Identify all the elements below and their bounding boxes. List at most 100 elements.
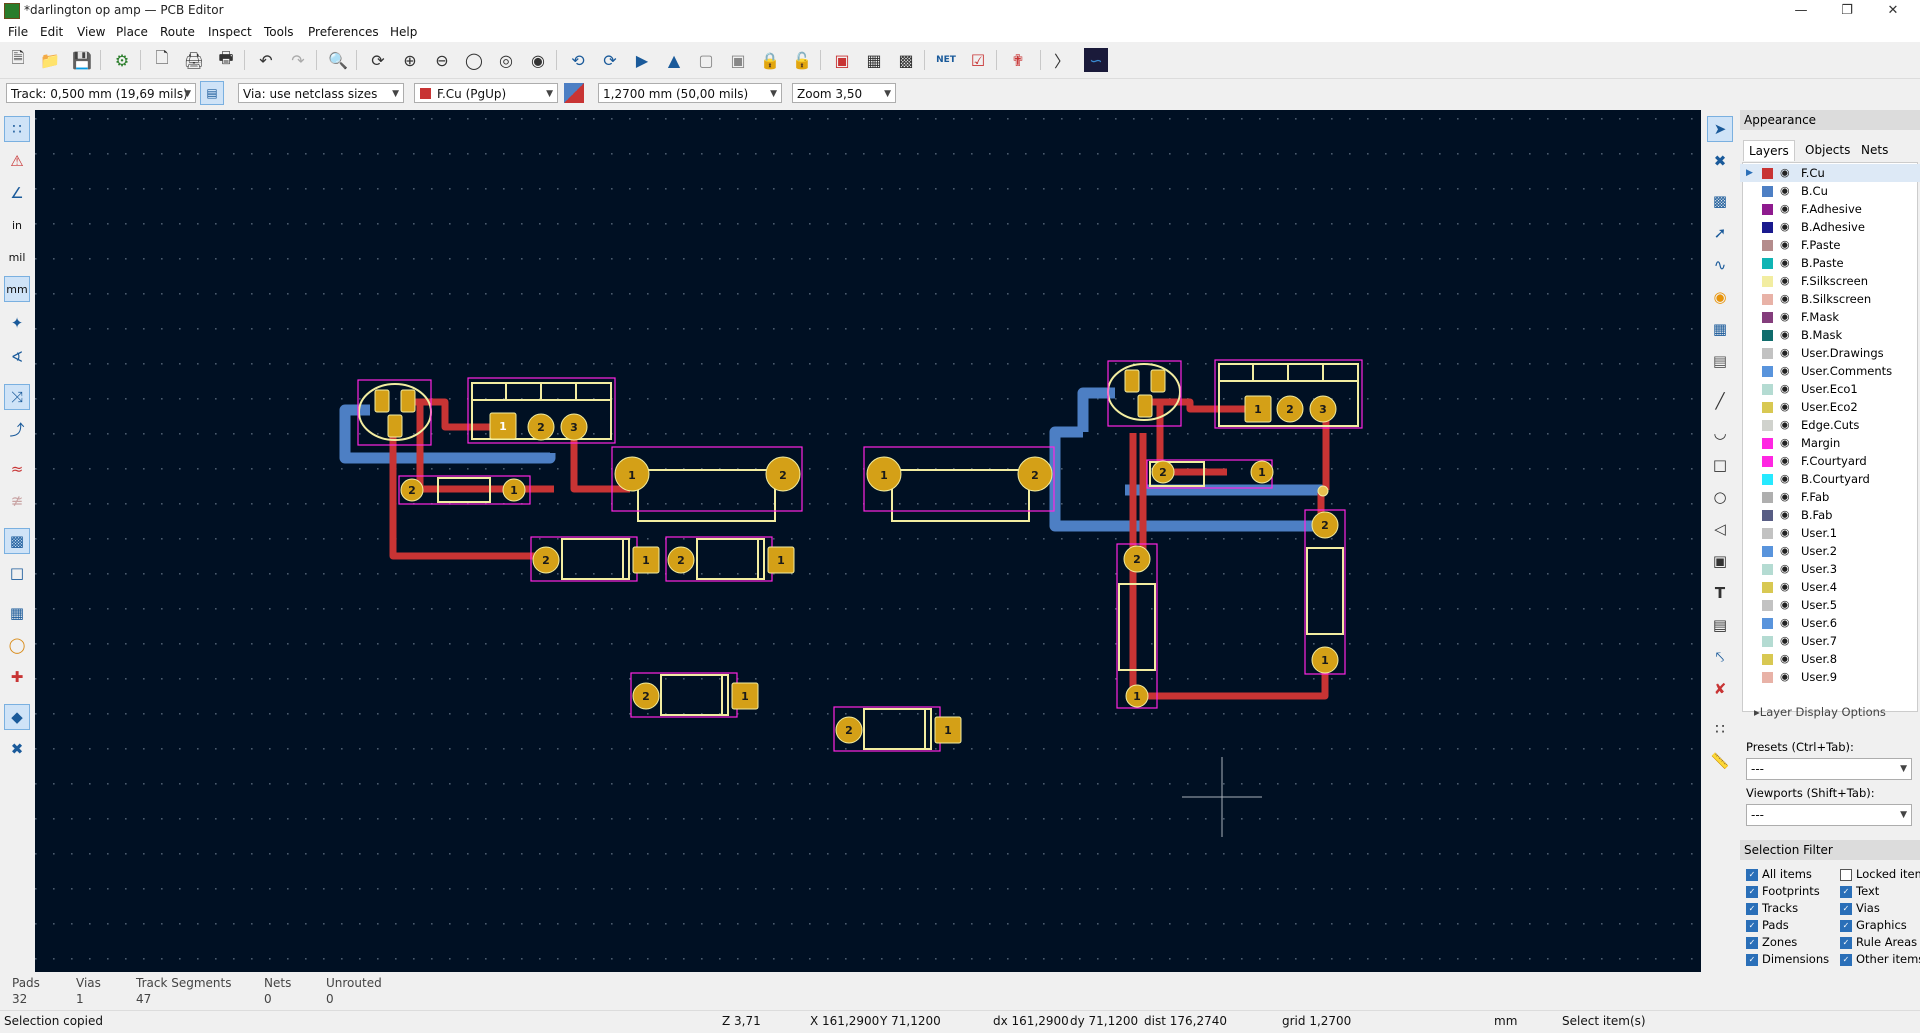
layer-row[interactable]: ◉User.Eco2 [1740,398,1920,416]
layer-row[interactable]: ◉B.Courtyard [1740,470,1920,488]
layer-color-swatch[interactable] [1762,204,1773,215]
menu-file[interactable]: File [8,25,29,39]
highlight-net-icon[interactable]: ✚ [10,668,24,686]
menu-inspect[interactable]: Inspect [208,25,252,39]
eye-icon[interactable]: ◉ [1780,238,1790,251]
polar-coords-icon[interactable]: ∠ [10,184,24,202]
layer-color-swatch[interactable] [1762,222,1773,233]
eye-icon[interactable]: ◉ [1780,220,1790,233]
footprint-browser-icon[interactable]: ▩ [898,50,914,70]
tab-objects[interactable]: Objects [1805,143,1851,157]
layer-color-swatch[interactable] [1762,168,1773,179]
eye-icon[interactable]: ◉ [1780,310,1790,323]
pcb-canvas[interactable]: 1 2 3 1 2 1 2 2 1 2 1 1 2 3 2 1 2 1 2 1 … [35,110,1701,972]
layer-row[interactable]: ◉F.Fab [1740,488,1920,506]
layer-row[interactable]: ◉User.2 [1740,542,1920,560]
eye-icon[interactable]: ◉ [1780,166,1790,179]
via-outline-icon[interactable]: ◯ [8,636,26,654]
layer-row[interactable]: ◉B.Silkscreen [1740,290,1920,308]
eye-icon[interactable]: ◉ [1780,436,1790,449]
via-size-select[interactable]: Via: use netclass sizes▼ [238,83,404,103]
zoom-select[interactable]: Zoom 3,50▼ [792,83,896,103]
eye-icon[interactable]: ◉ [1780,328,1790,341]
eye-icon[interactable]: ◉ [1780,652,1790,665]
eye-icon[interactable]: ◉ [1780,562,1790,575]
eye-icon[interactable]: ◉ [1780,400,1790,413]
layer-row[interactable]: ◉F.Paste [1740,236,1920,254]
eye-icon[interactable]: ◉ [1780,634,1790,647]
filter-locked-items[interactable]: ✓Locked items [1840,866,1920,883]
curved-ratsnest-icon[interactable]: ⤴ [9,420,25,439]
flip-icon[interactable]: ▶ [635,50,649,70]
layer-color-swatch[interactable] [1762,654,1773,665]
zoom-out-icon[interactable]: ⊖ [435,50,449,70]
board-setup-icon[interactable]: ⚙ [114,50,130,70]
layer-row[interactable]: ◉B.Mask [1740,326,1920,344]
layer-row[interactable]: ◉B.Adhesive [1740,218,1920,236]
filter-other-items[interactable]: ✓Other items [1840,951,1920,968]
track-outline-icon[interactable]: ≇ [10,492,24,510]
filter-rule-areas[interactable]: ✓Rule Areas [1840,934,1920,951]
eye-icon[interactable]: ◉ [1780,256,1790,269]
close-button[interactable]: ✕ [1887,3,1899,18]
layer-color-swatch[interactable] [1762,672,1773,683]
add-zone-icon[interactable]: ▦ [1712,320,1728,338]
filled-zones-icon[interactable]: ▩ [4,528,30,554]
net-color-icon[interactable]: ≈ [10,460,24,478]
layer-row[interactable]: ◉B.Cu [1740,182,1920,200]
add-textbox-icon[interactable]: ▤ [1712,616,1728,634]
drc-icon[interactable]: ▣ [834,50,850,70]
eye-icon[interactable]: ◉ [1780,454,1790,467]
maximize-button[interactable]: ❐ [1841,3,1853,18]
save-icon[interactable]: 💾 [72,50,92,70]
zoom-selection-icon[interactable]: ◉ [531,50,545,70]
menu-help[interactable]: Help [390,25,418,39]
track-width-select[interactable]: Track: 0,500 mm (19,69 mils)▼ [6,83,196,103]
plot-icon[interactable]: 🖶 [218,47,234,67]
layer-row[interactable]: ◉User.Drawings [1740,344,1920,362]
local-ratsnest-icon[interactable]: ✖ [1713,152,1727,170]
layer-color-swatch[interactable] [1762,312,1773,323]
layer-row[interactable]: ◉Edge.Cuts [1740,416,1920,434]
eye-icon[interactable]: ◉ [1780,526,1790,539]
properties-icon[interactable]: ✖ [10,740,24,758]
ratsnest-icon[interactable]: ⤨ [4,384,30,410]
layer-row[interactable]: ◉F.Mask [1740,308,1920,326]
rule-area-icon[interactable]: ▤ [1712,352,1728,370]
grid-select[interactable]: 1,2700 mm (50,00 mils)▼ [598,83,782,103]
redo-icon[interactable]: ↷ [291,50,305,70]
layer-row[interactable]: ◉F.Courtyard [1740,452,1920,470]
units-mil-button[interactable]: mil [8,250,26,264]
layer-color-swatch[interactable] [1762,618,1773,629]
layer-row[interactable]: ◉User.6 [1740,614,1920,632]
select-arrow-icon[interactable]: ➤ [1707,116,1733,142]
eye-icon[interactable]: ◉ [1780,490,1790,503]
layer-color-swatch[interactable] [1762,510,1773,521]
layer-color-swatch[interactable] [1762,492,1773,503]
unlock-icon[interactable]: 🔓 [792,50,812,70]
menu-preferences[interactable]: Preferences [308,25,379,39]
tune-length-icon[interactable]: ∿ [1713,256,1727,274]
layer-color-swatch[interactable] [1762,294,1773,305]
rotate-cw-icon[interactable]: ⟳ [603,50,617,70]
layer-row[interactable]: ◉User.9 [1740,668,1920,686]
viewports-select[interactable]: ---▼ [1746,804,1912,826]
eye-icon[interactable]: ◉ [1780,274,1790,287]
draw-rectangle-icon[interactable]: □ [1712,456,1728,474]
layer-color-swatch[interactable] [1762,384,1773,395]
axis-origin-icon[interactable]: ∢ [10,348,24,366]
eye-icon[interactable]: ◉ [1780,598,1790,611]
eye-icon[interactable]: ◉ [1780,418,1790,431]
draw-polygon-icon[interactable]: ◁ [1714,520,1726,538]
layer-color-swatch[interactable] [1762,456,1773,467]
filter-pads[interactable]: ✓Pads [1746,917,1836,934]
eye-icon[interactable]: ◉ [1780,382,1790,395]
eye-icon[interactable]: ◉ [1780,184,1790,197]
add-via-icon[interactable]: ◉ [1713,288,1727,306]
filter-vias[interactable]: ✓Vias [1840,900,1920,917]
layer-color-swatch[interactable] [1762,564,1773,575]
new-board-icon[interactable]: 🗎 [11,47,25,67]
open-icon[interactable]: 📁 [40,50,60,70]
cursor-style-icon[interactable]: ✦ [10,314,24,332]
rotate-ccw-icon[interactable]: ⟲ [571,50,585,70]
